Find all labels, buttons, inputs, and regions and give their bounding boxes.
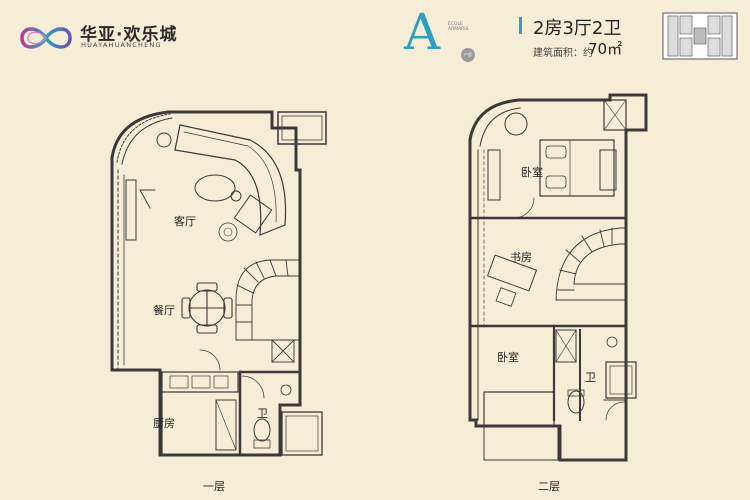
dining-table <box>181 282 233 334</box>
brand-name: 华亚·欢乐城 <box>80 25 178 45</box>
brand-logo-icon <box>20 27 72 49</box>
unit-caption-line1: ÉCOLE <box>448 22 463 27</box>
room-label-kitchen: 厨房 <box>153 417 175 430</box>
unit-badge: 户型 <box>461 48 475 62</box>
room-label-study: 书房 <box>510 251 532 264</box>
accent-bar <box>519 17 522 34</box>
room-label-bath-floor2: 卫 <box>585 371 596 384</box>
area-label: 建筑面积：约 <box>533 48 593 59</box>
floor2-title: 二层 <box>538 480 560 493</box>
header: 华亚·欢乐城 HUAYAHUANCHENG A ÉCOLE ARMARIS 户型… <box>0 0 750 66</box>
unit-letter-caption: ÉCOLE ARMARIS <box>448 22 468 32</box>
floor2-spiral-stair <box>555 227 627 301</box>
unit-caption-line2: ARMARIS <box>448 27 469 32</box>
room-label-living: 客厅 <box>174 215 196 228</box>
room-label-bath-floor1: 卫 <box>257 407 268 420</box>
room-label-dining: 餐厅 <box>153 304 175 317</box>
unit-type: 2房3厅2卫 <box>533 18 622 39</box>
room-label-bedroom-bottom: 卧室 <box>497 351 519 364</box>
area-value: 70㎡ <box>588 40 623 58</box>
building-key-plan-icon <box>662 12 738 60</box>
floor1-spiral-stair <box>235 259 301 363</box>
unit-letter: A <box>404 3 441 61</box>
brand-pinyin: HUAYAHUANCHENG <box>81 41 162 49</box>
room-label-bedroom-top: 卧室 <box>521 166 543 179</box>
floor1-plan <box>110 110 327 457</box>
floor1-title: 一层 <box>203 480 225 493</box>
floor2-plan <box>468 93 648 462</box>
